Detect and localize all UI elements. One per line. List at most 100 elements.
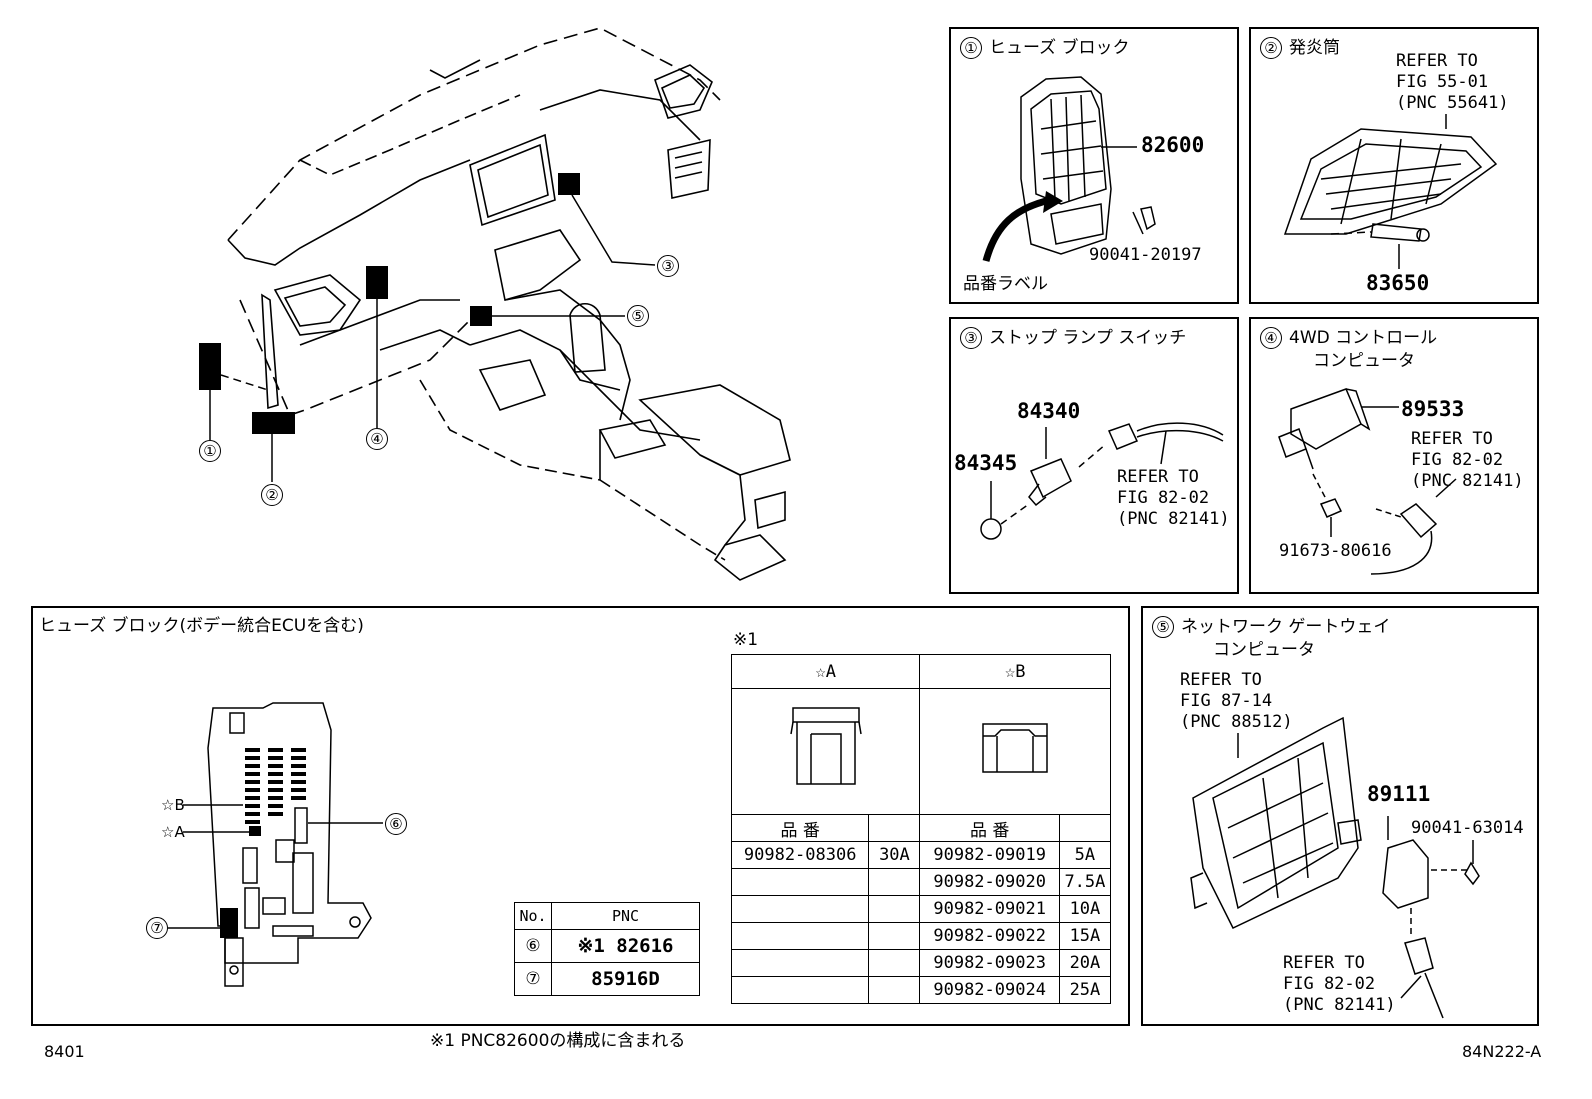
star-a-label: ☆A (161, 823, 185, 841)
pnc-table: No. PNC ⑥ ※1 82616 ⑦ 85916D (514, 902, 700, 996)
fuse-block-front-drawing (168, 702, 383, 987)
callout-6: ⑥ (385, 813, 407, 835)
callout-4: ④ (366, 428, 388, 450)
panel4-badge: ④ (1260, 327, 1282, 349)
panel5-title-1: ネットワーク ゲートウェイ (1181, 617, 1391, 637)
stop-switch-drawing (980, 422, 1224, 540)
panel2-title: 発炎筒 (1289, 38, 1340, 58)
callout-5: ⑤ (627, 305, 649, 327)
fuse-a-part-empty (730, 868, 870, 896)
panel4-title-1: 4WD コントロール (1289, 328, 1438, 348)
panel3-part-84340: 84340 (1017, 399, 1081, 423)
fuse-a-part-header: 品 番 (730, 814, 870, 842)
panel5-ref-bottom-3: (PNC 82141) (1283, 995, 1396, 1015)
pnc-row-no: ⑦ (514, 962, 552, 996)
fuse-b-icon (982, 723, 1048, 773)
fuse-a-amp-empty (868, 895, 921, 923)
gateway-drawing (1190, 716, 1480, 1019)
fuse-a-part-empty (730, 895, 870, 923)
fuse-a-part-empty (730, 949, 870, 977)
fuse-a-icon (789, 707, 862, 785)
flare-drawing (1283, 114, 1498, 269)
panel3-ref-2: FIG 82-02 (1117, 488, 1210, 508)
pnc-header-pnc: PNC (551, 902, 700, 930)
fuse-a-part-empty (730, 922, 870, 950)
fuse-a-amp-header (868, 814, 921, 842)
panel2-part-83650: 83650 (1366, 271, 1430, 295)
pnc-row-value: ※1 82616 (551, 929, 700, 963)
fuse-panel-title: ヒューズ ブロック(ボデー統合ECUを含む) (39, 616, 364, 636)
pnc-header-no: No. (514, 902, 552, 930)
callout-7: ⑦ (146, 917, 168, 939)
callout-2: ② (261, 484, 283, 506)
footer-note: ※1 PNC82600の構成に含まれる (430, 1031, 686, 1051)
fuse-a-amp-empty (868, 976, 921, 1004)
panel2-ref-1: REFER TO (1396, 51, 1478, 71)
fuse-part-table: ☆A ☆B (730, 654, 1112, 1004)
panel5-ref-top-2: FIG 87-14 (1180, 691, 1273, 711)
panel-4wd-control: ④ 4WD コントロール コンピュータ 89533 REFER TO FIG 8… (1249, 317, 1539, 594)
dashboard-illustration (199, 27, 791, 581)
footer-left: 8401 (44, 1042, 85, 1061)
panel4-title-2: コンピュータ (1313, 351, 1415, 371)
panel5-title-2: コンピュータ (1213, 640, 1315, 660)
panel1-part-90041-20197: 90041-20197 (1089, 245, 1202, 265)
panel5-part-89111: 89111 (1367, 782, 1431, 806)
fuse-col-a: ☆A (730, 654, 921, 689)
panel5-ref-bottom-1: REFER TO (1283, 953, 1365, 973)
panel5-part-90041-63014: 90041-63014 (1411, 818, 1524, 838)
fuse-a-amp-empty (868, 949, 921, 977)
panel1-title: ヒューズ ブロック (989, 38, 1130, 58)
callout-3: ③ (657, 255, 679, 277)
fuse-b-part: 90982-09024 (919, 976, 1060, 1004)
panel4-part-89533: 89533 (1401, 397, 1465, 421)
fuse-a-amp: 30A (868, 841, 921, 869)
panel4-ref-1: REFER TO (1411, 429, 1493, 449)
panel-fuse-block-detail: ヒューズ ブロック(ボデー統合ECUを含む) (31, 606, 1130, 1026)
fuse-b-part: 90982-09020 (919, 868, 1060, 896)
pnc-row-value: 85916D (551, 962, 700, 996)
panel3-ref-3: (PNC 82141) (1117, 509, 1230, 529)
panel5-badge: ⑤ (1152, 616, 1174, 638)
fuse-b-amp-header (1058, 814, 1112, 842)
panel-network-gateway: ⑤ ネットワーク ゲートウェイ コンピュータ REFER TO FIG 87-1… (1141, 606, 1539, 1026)
fuse-b-amp: 10A (1058, 895, 1112, 923)
fuse-a-amp-empty (868, 922, 921, 950)
fuse-b-part: 90982-09021 (919, 895, 1060, 923)
fuse-b-amp: 20A (1058, 949, 1112, 977)
panel-stop-lamp-switch: ③ ストップ ランプ スイッチ 84340 84345 REFER TO FIG… (949, 317, 1239, 594)
panel4-ref-3: (PNC 82141) (1411, 471, 1524, 491)
fuse-b-amp: 25A (1058, 976, 1112, 1004)
panel5-ref-bottom-2: FIG 82-02 (1283, 974, 1376, 994)
callout-1: ① (199, 440, 221, 462)
fuse-b-part: 90982-09023 (919, 949, 1060, 977)
panel3-badge: ③ (960, 327, 982, 349)
panel2-ref-3: (PNC 55641) (1396, 93, 1509, 113)
fuse-b-part-header: 品 番 (919, 814, 1060, 842)
fuse-table-note: ※1 (733, 630, 759, 650)
fuse-a-illustration (730, 688, 921, 815)
panel-fuse-block: ① ヒューズ ブロック 82600 90041-20197 品番ラベル (949, 27, 1239, 304)
panel3-title: ストップ ランプ スイッチ (989, 328, 1187, 348)
fuse-b-amp: 15A (1058, 922, 1112, 950)
fuse-a-part-empty (730, 976, 870, 1004)
fuse-b-amp: 5A (1058, 841, 1112, 869)
fuse-b-part: 90982-09019 (919, 841, 1060, 869)
pnc-row-no: ⑥ (514, 929, 552, 963)
fuse-b-amp: 7.5A (1058, 868, 1112, 896)
4wd-control-drawing (1278, 388, 1457, 575)
fuse-block-drawing (982, 76, 1156, 262)
fuse-a-part: 90982-08306 (730, 841, 870, 869)
panel3-ref-1: REFER TO (1117, 467, 1199, 487)
panel1-part-82600: 82600 (1141, 133, 1205, 157)
panel2-ref-2: FIG 55-01 (1396, 72, 1489, 92)
panel5-ref-top-3: (PNC 88512) (1180, 712, 1293, 732)
panel-flare: ② 発炎筒 REFER TO FIG 55-01 (PNC 55641) 836… (1249, 27, 1539, 304)
panel3-part-84345: 84345 (954, 451, 1018, 475)
panel2-badge: ② (1260, 37, 1282, 59)
panel1-label: 品番ラベル (963, 274, 1048, 294)
panel5-ref-top-1: REFER TO (1180, 670, 1262, 690)
fuse-col-b: ☆B (919, 654, 1111, 689)
fuse-b-part: 90982-09022 (919, 922, 1060, 950)
